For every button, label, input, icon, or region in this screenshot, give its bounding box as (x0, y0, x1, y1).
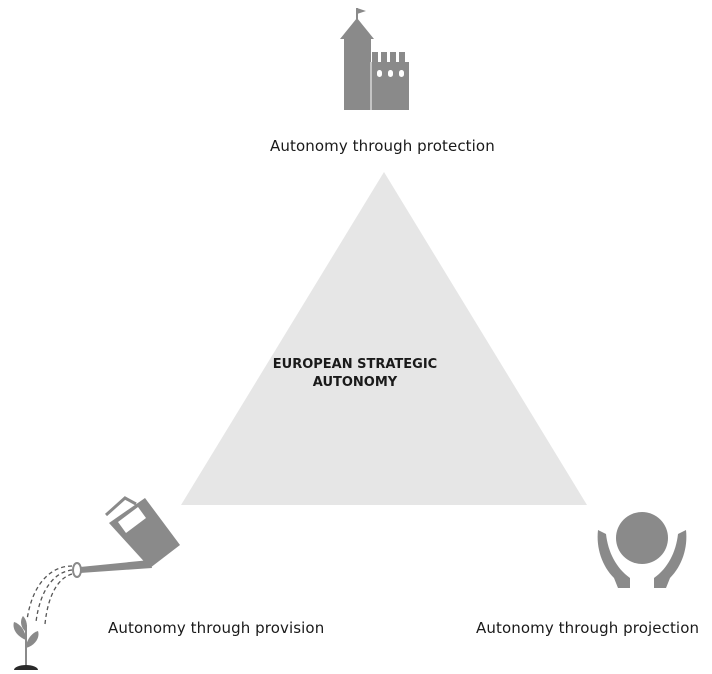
projection-label: Autonomy through projection (476, 619, 700, 637)
provision-label: Autonomy through provision (108, 619, 325, 637)
castle-icon (340, 8, 409, 110)
hands-globe-icon (597, 512, 687, 588)
center-title-line1: EUROPEAN STRATEGIC (272, 357, 438, 372)
autonomy-triangle (181, 172, 587, 505)
protection-label: Autonomy through protection (270, 137, 495, 155)
watering-can-icon (26, 496, 180, 625)
center-title: EUROPEAN STRATEGIC AUTONOMY (260, 356, 450, 392)
center-title-line2: AUTONOMY (312, 375, 398, 390)
sprout-icon (13, 616, 39, 674)
